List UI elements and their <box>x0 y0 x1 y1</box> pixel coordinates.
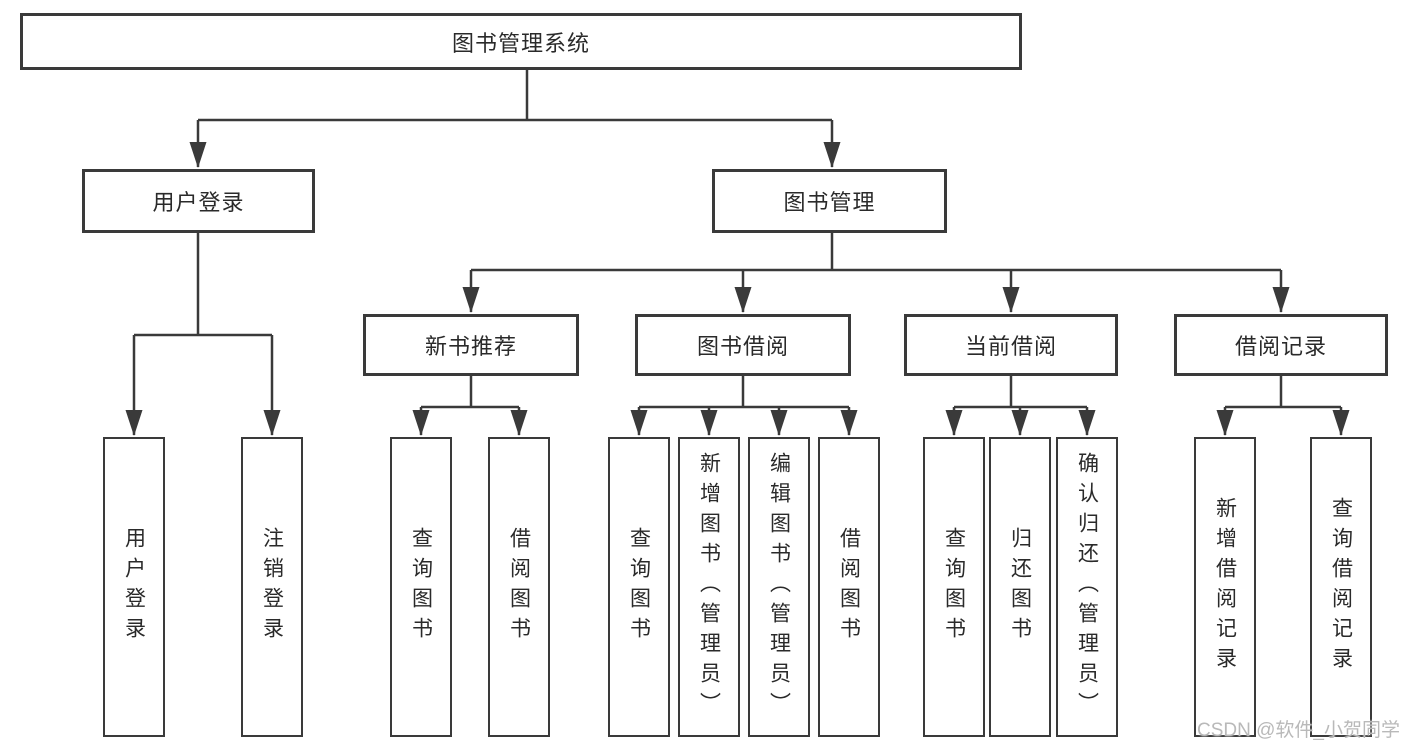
node-current-borrowing: 当前借阅 <box>904 314 1118 376</box>
leaf-add-books-admin-label: 新增图书（管理员） <box>697 452 721 722</box>
leaf-query-books-label: 查询图书 <box>627 527 651 647</box>
leaf-user-login-label: 用户登录 <box>122 527 146 647</box>
node-root-label: 图书管理系统 <box>451 30 590 56</box>
leaf-borrow-books: 借阅图书 <box>818 437 880 737</box>
leaf-borrow-books-label: 借阅图书 <box>507 527 531 647</box>
node-new-book-recommend-label: 新书推荐 <box>424 334 517 359</box>
node-new-book-recommend: 新书推荐 <box>363 314 579 376</box>
leaf-return-books: 归还图书 <box>989 437 1051 737</box>
csdn-watermark: CSDN @软件_小贺同学 <box>1197 720 1400 741</box>
node-borrowing-records: 借阅记录 <box>1174 314 1388 376</box>
leaf-edit-books-admin: 编辑图书（管理员） <box>748 437 810 737</box>
leaf-query-books: 查询图书 <box>923 437 985 737</box>
node-book-borrowing-label: 图书借阅 <box>696 334 789 359</box>
node-borrowing-records-label: 借阅记录 <box>1234 334 1327 359</box>
node-user-login-label: 用户登录 <box>152 190 245 215</box>
leaf-confirm-return-admin-label: 确认归还（管理员） <box>1075 452 1099 722</box>
leaf-query-borrow-record: 查询借阅记录 <box>1310 437 1372 737</box>
leaf-query-books-label: 查询图书 <box>942 527 966 647</box>
leaf-return-books-label: 归还图书 <box>1008 527 1032 647</box>
leaf-edit-books-admin-label: 编辑图书（管理员） <box>767 452 791 722</box>
node-user-login: 用户登录 <box>82 169 315 233</box>
leaf-add-borrow-record: 新增借阅记录 <box>1194 437 1256 737</box>
leaf-logout-label: 注销登录 <box>260 527 284 647</box>
leaf-add-books-admin: 新增图书（管理员） <box>678 437 740 737</box>
leaf-user-login: 用户登录 <box>103 437 165 737</box>
leaf-query-books: 查询图书 <box>608 437 670 737</box>
leaf-borrow-books-label: 借阅图书 <box>837 527 861 647</box>
leaf-add-borrow-record-label: 新增借阅记录 <box>1213 497 1237 677</box>
node-book-borrowing: 图书借阅 <box>635 314 851 376</box>
node-book-management: 图书管理 <box>712 169 947 233</box>
leaf-query-books: 查询图书 <box>390 437 452 737</box>
leaf-logout: 注销登录 <box>241 437 303 737</box>
node-book-management-label: 图书管理 <box>783 190 876 215</box>
leaf-query-borrow-record-label: 查询借阅记录 <box>1329 497 1353 677</box>
leaf-borrow-books: 借阅图书 <box>488 437 550 737</box>
node-root-system: 图书管理系统 <box>20 13 1022 70</box>
leaf-confirm-return-admin: 确认归还（管理员） <box>1056 437 1118 737</box>
leaf-query-books-label: 查询图书 <box>409 527 433 647</box>
node-current-borrowing-label: 当前借阅 <box>964 334 1057 359</box>
